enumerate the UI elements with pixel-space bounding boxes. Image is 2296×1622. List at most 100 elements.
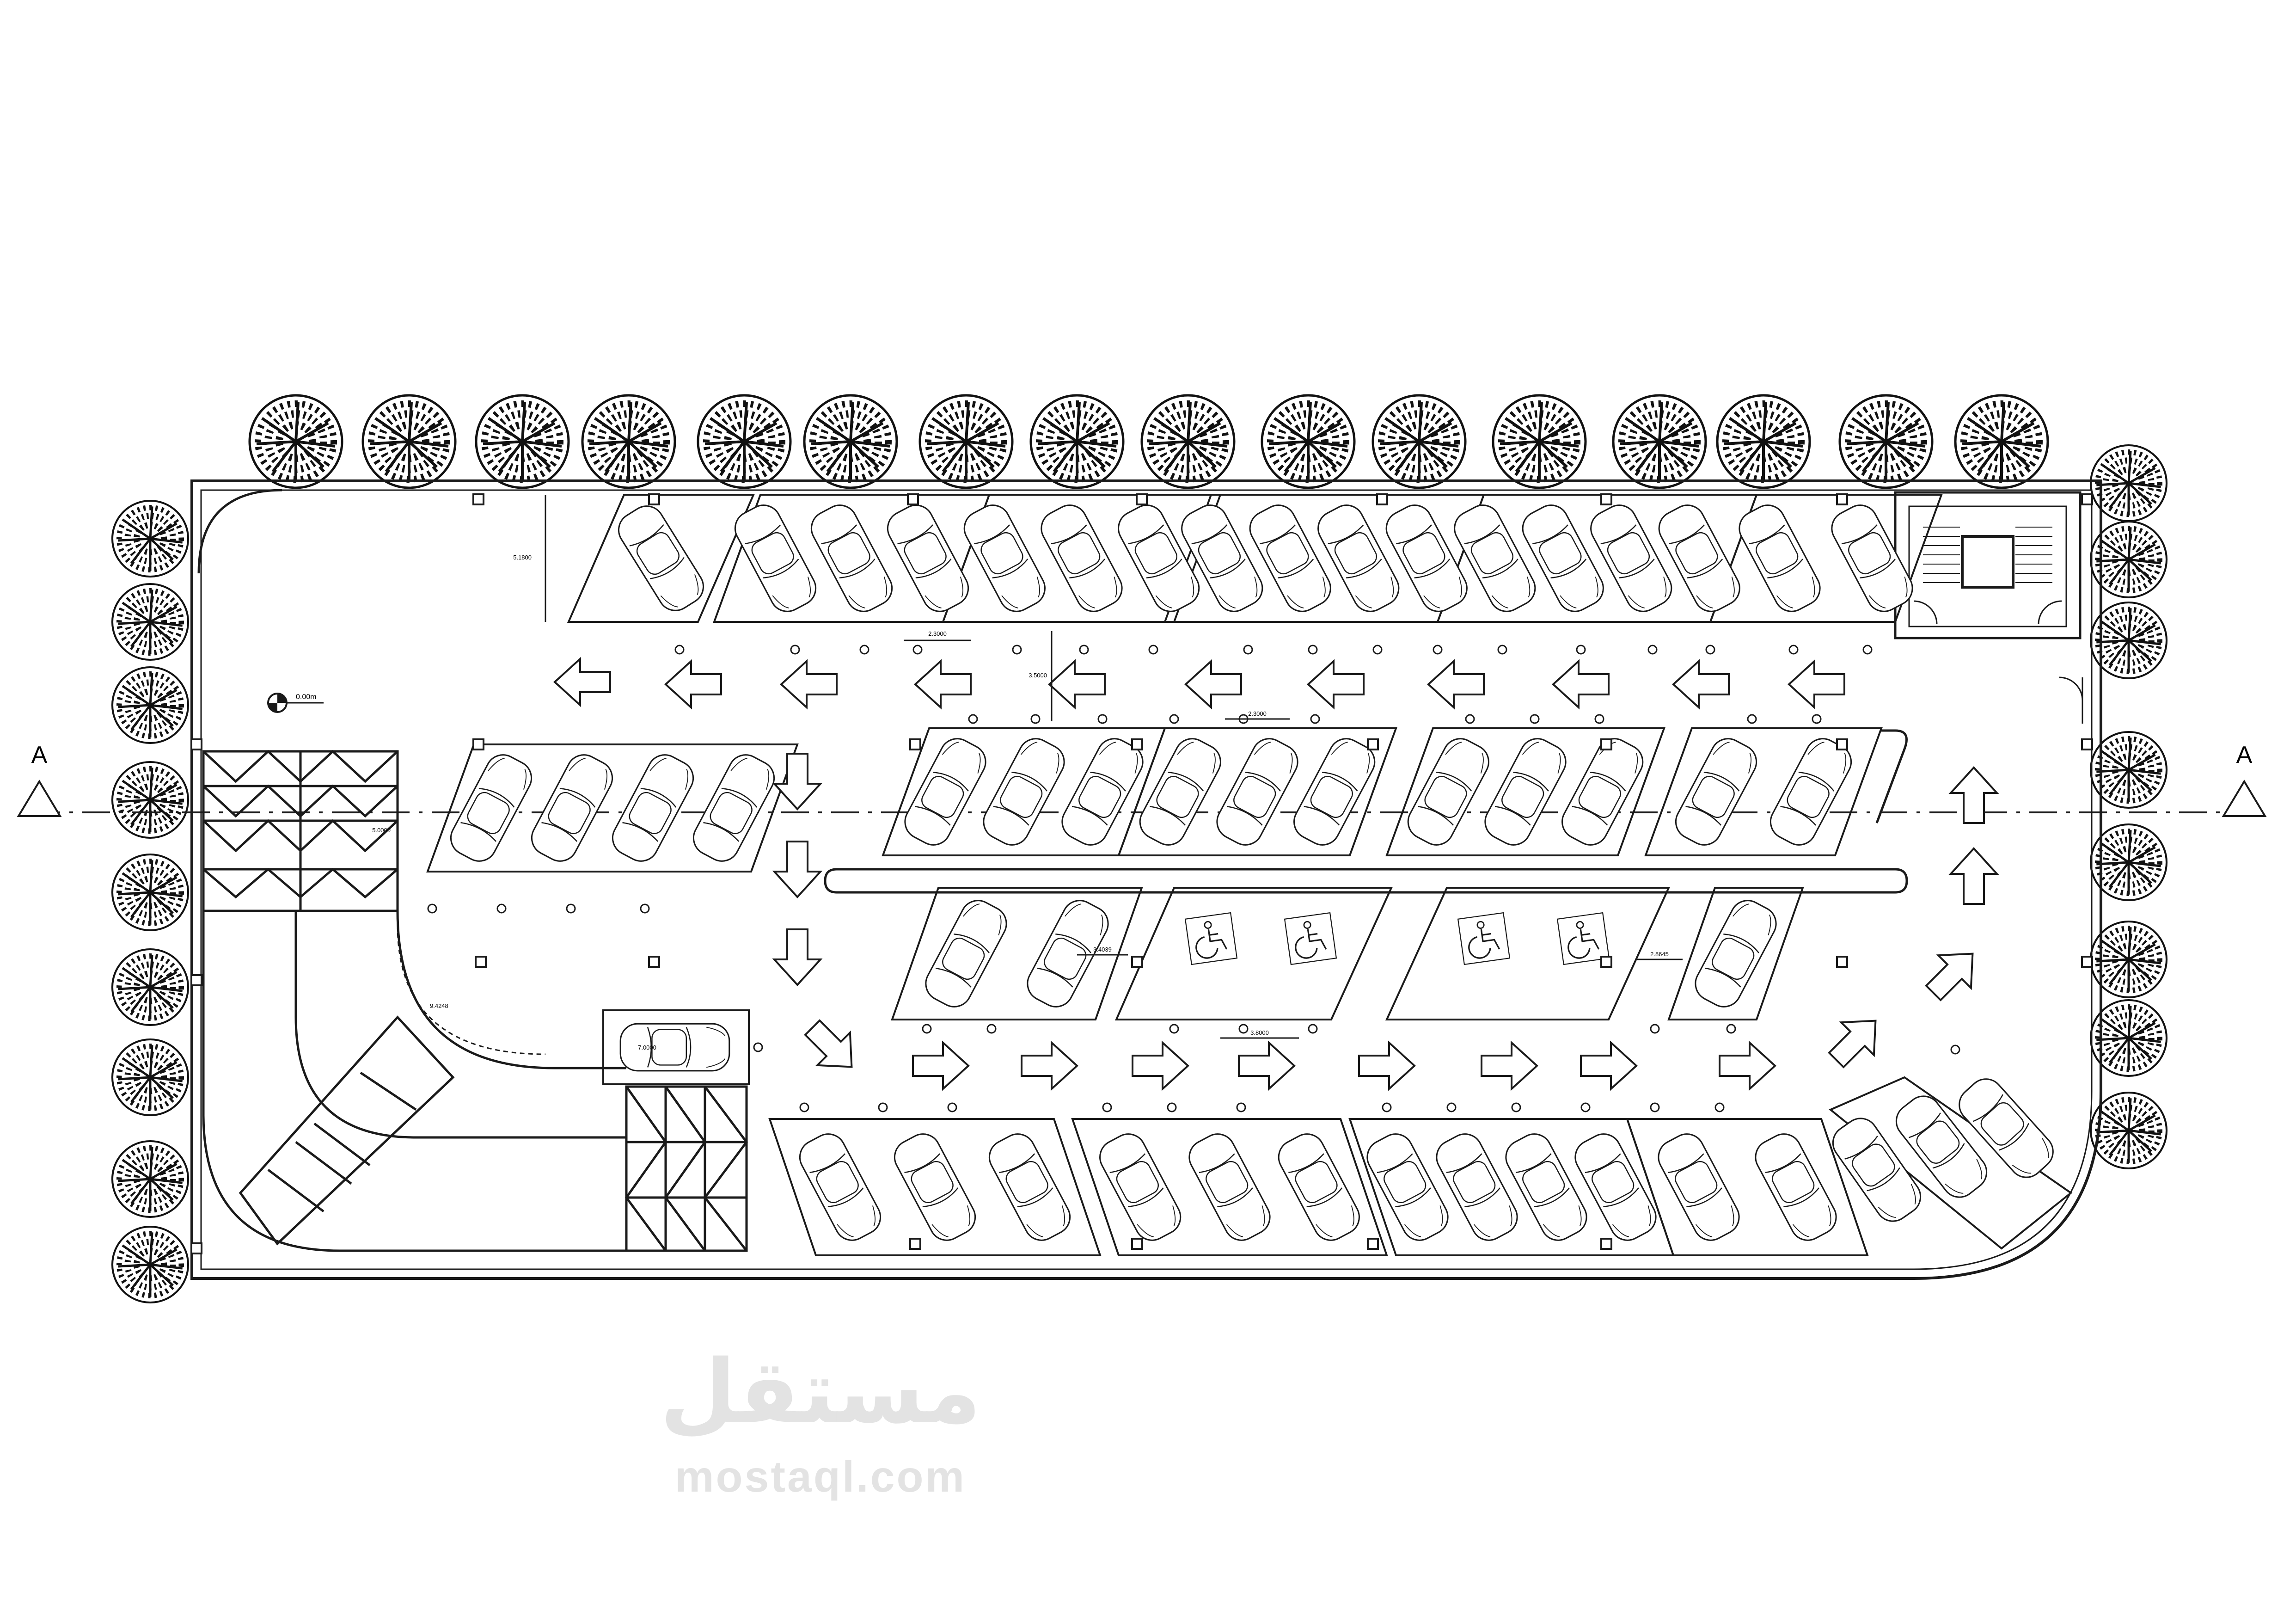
arrow-icon (773, 841, 821, 898)
arrow-icon (1185, 660, 1242, 708)
arrow-icon (1427, 660, 1485, 708)
structural-column (472, 493, 484, 505)
structural-column (190, 974, 202, 986)
tree-icon (1493, 395, 1586, 488)
structural-column (2081, 738, 2093, 750)
accessible-stalls (1114, 887, 1671, 1020)
tree-icon (1142, 395, 1234, 488)
stall-number-marker (1747, 714, 1757, 724)
stall-number-marker (1102, 1102, 1112, 1112)
car-icon (1478, 732, 1573, 852)
structural-column (1131, 1238, 1143, 1250)
section-mark-right: A (2236, 742, 2253, 768)
stall-number-marker (1714, 1102, 1725, 1112)
car-icon (1652, 1127, 1746, 1247)
car-icon (1689, 894, 1783, 1014)
car-icon (1093, 1127, 1188, 1247)
tree-icon (1373, 395, 1465, 488)
stall-row (1709, 494, 1943, 623)
arrow-icon (1048, 660, 1106, 708)
stall-number-marker (912, 645, 923, 655)
tree-icon (112, 1227, 188, 1303)
car-icon (611, 499, 711, 618)
tree-icon (804, 395, 897, 488)
arrow-icon (773, 753, 821, 810)
tree-icon (920, 395, 1012, 488)
arrow-icon (1132, 1042, 1189, 1090)
dim-accessible-bottom: 3.8000 (1250, 1029, 1269, 1036)
arrow-icon (665, 660, 722, 708)
stall-number-marker (1243, 645, 1253, 655)
stall-number-marker (1236, 1102, 1246, 1112)
stall-number-marker (1382, 1102, 1392, 1112)
accessible-stall-block (1114, 887, 1393, 1020)
car-icon (881, 498, 975, 618)
car-icon (1021, 894, 1115, 1014)
car-icon (1287, 732, 1382, 852)
stall-number-marker (1097, 714, 1108, 724)
stall-number-marker (790, 645, 800, 655)
structural-column (1600, 493, 1612, 505)
arrow-icon (1307, 660, 1365, 708)
stair-icon (1894, 491, 2083, 724)
tree-icon (1262, 395, 1354, 488)
tree-icon (112, 667, 188, 743)
dim-radius: 9.4248 (430, 1002, 448, 1009)
tree-icon (1031, 395, 1123, 488)
tree-icon (698, 395, 790, 488)
car-icons (444, 498, 2061, 1247)
structural-column (648, 956, 660, 968)
structural-column (2081, 493, 2093, 505)
structural-column (1600, 956, 1612, 968)
tree-icon (112, 1141, 188, 1217)
tree-icon (112, 762, 188, 838)
structural-column (190, 738, 202, 750)
arrow-icon (1481, 1042, 1538, 1090)
stall-number-marker (799, 1102, 809, 1112)
dim-aisle: 3.5000 (1029, 672, 1047, 679)
stall-number-marker (947, 1102, 957, 1112)
stall-number-marker (1167, 1102, 1177, 1112)
car-icon (728, 498, 823, 618)
car-icon (919, 894, 1013, 1014)
stall-number-marker (1576, 645, 1586, 655)
stall-number-marker (753, 1042, 763, 1052)
tree-icon (1717, 395, 1810, 488)
arrow-icon (554, 658, 611, 706)
structural-column (1131, 738, 1143, 750)
structural-column (1376, 493, 1388, 505)
car-icon (1133, 732, 1228, 852)
arrow-icon (1358, 1042, 1415, 1090)
stall-row (1644, 727, 1883, 856)
car-icon (606, 748, 700, 868)
stall-number-marker (1308, 1024, 1318, 1034)
dim-left-stall: 5.0000 (372, 827, 391, 834)
car-icon (1272, 1127, 1366, 1247)
arrow-icon (1950, 848, 1998, 905)
car-icon (1210, 732, 1304, 852)
car-icon (525, 748, 619, 868)
arrow-icon (1788, 660, 1845, 708)
dimension-lines (397, 495, 1683, 1039)
car-icon (957, 498, 1052, 618)
structural-column (472, 738, 484, 750)
car-icon (1430, 1127, 1524, 1247)
car-icon (444, 748, 539, 868)
car-icon (888, 1127, 982, 1247)
tree-icon (112, 1039, 188, 1115)
stall-number-marker (1465, 714, 1475, 724)
arrow-icon (1021, 1042, 1078, 1090)
stall-number-marker (1497, 645, 1507, 655)
stall-number-marker (1530, 714, 1540, 724)
tree-icon (112, 949, 188, 1025)
stall-row (1117, 727, 1397, 856)
accessible-icon (1284, 912, 1337, 965)
stall-row (1667, 887, 1804, 1020)
stall-number-marker (1705, 645, 1715, 655)
dim-accessible-gap: 3.4039 (1093, 946, 1112, 953)
tree-icon (112, 584, 188, 660)
arrow-icon (1719, 1042, 1776, 1090)
structural-column (475, 956, 487, 968)
stall-number-marker (922, 1024, 932, 1034)
stall-number-marker (1726, 1024, 1736, 1034)
